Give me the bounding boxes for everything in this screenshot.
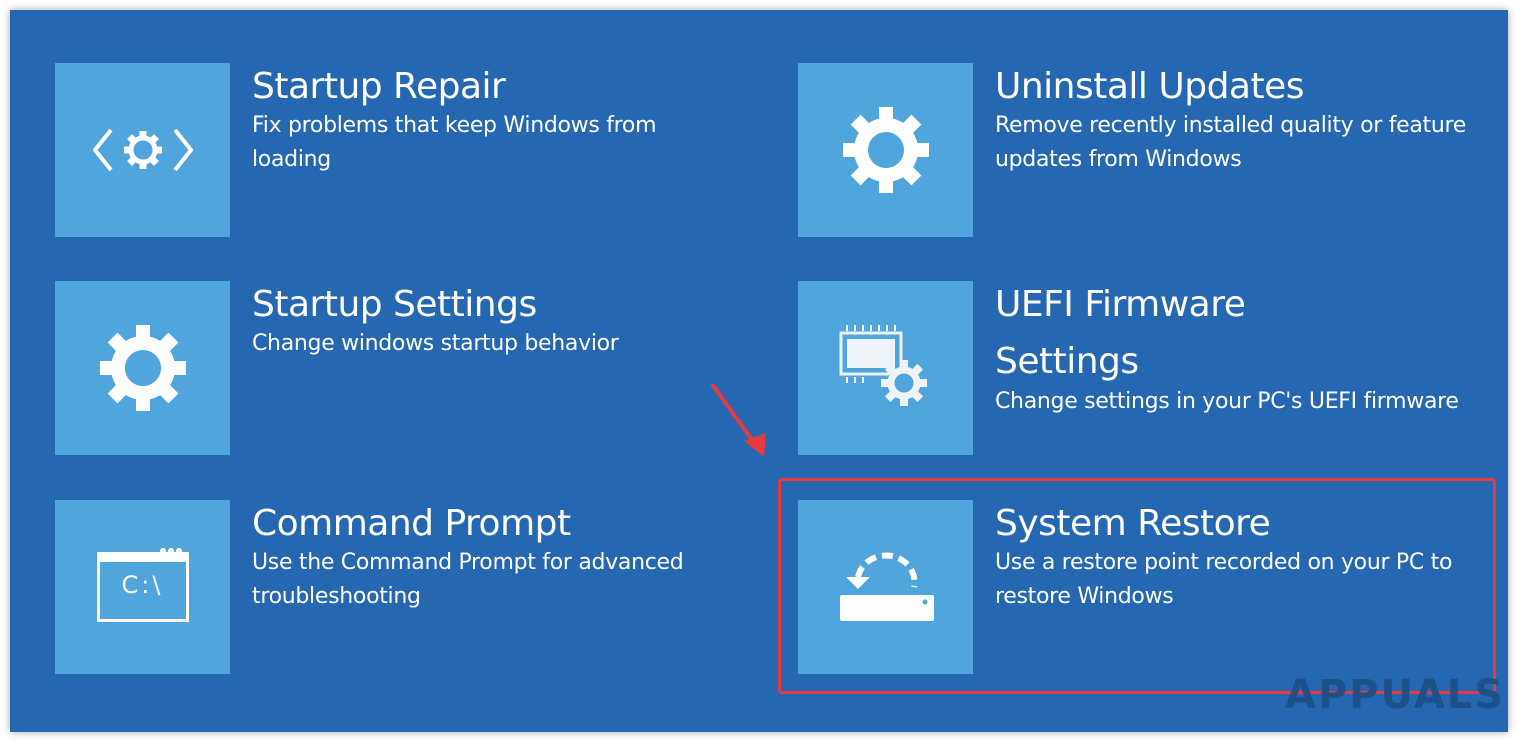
gear-icon — [99, 325, 186, 411]
option-description: Fix problems that keep Windows from load… — [252, 113, 657, 172]
option-system-restore[interactable]: System Restore Use a restore point recor… — [798, 500, 1488, 674]
option-description: Change settings in your PC's UEFI firmwa… — [995, 389, 1459, 414]
option-title: Startup Repair — [252, 66, 506, 107]
option-description: Use the Command Prompt for advanced trou… — [252, 550, 684, 609]
annotation-arrow-icon — [710, 382, 766, 457]
window-dots: ●●● — [159, 546, 184, 555]
option-title-line1: UEFI Firmware — [995, 284, 1246, 325]
highlight-box — [778, 478, 1496, 694]
uninstall-updates-tile[interactable] — [798, 63, 973, 237]
uefi-firmware-tile[interactable] — [798, 281, 973, 455]
option-title: Startup Settings — [252, 284, 537, 325]
advanced-options-panel — [10, 10, 1508, 732]
command-prompt-tile[interactable]: ●●● C:\ — [55, 500, 230, 674]
option-command-prompt[interactable]: ●●● C:\ Command Prompt Use the Command P… — [55, 500, 735, 674]
option-description: Remove recently installed quality or fea… — [995, 113, 1467, 172]
startup-repair-icon — [92, 128, 193, 172]
gear-icon — [842, 107, 929, 193]
window-titlebar — [99, 555, 186, 562]
option-description: Change windows startup behavior — [252, 331, 619, 356]
option-uninstall-updates[interactable]: Uninstall Updates Remove recently instal… — [798, 63, 1488, 237]
option-uefi-firmware-settings[interactable]: UEFI Firmware Settings Change settings i… — [798, 281, 1488, 455]
option-title-line2: Settings — [995, 341, 1139, 382]
system-restore-icon — [839, 552, 934, 621]
option-title: System Restore — [995, 503, 1271, 544]
option-description: Use a restore point recorded on your PC … — [995, 550, 1453, 609]
startup-settings-tile[interactable] — [55, 281, 230, 455]
watermark-logo: APPUALS — [1285, 672, 1506, 718]
option-title: Uninstall Updates — [995, 66, 1305, 107]
command-prompt-text: C:\ — [121, 571, 164, 599]
startup-repair-tile[interactable] — [55, 63, 230, 237]
system-restore-tile[interactable] — [798, 500, 973, 674]
option-startup-settings[interactable]: Startup Settings Change windows startup … — [55, 281, 735, 455]
command-prompt-icon: ●●● C:\ — [96, 546, 189, 622]
option-title: Command Prompt — [252, 503, 571, 544]
option-startup-repair[interactable]: Startup Repair Fix problems that keep Wi… — [55, 63, 735, 237]
firmware-chip-gear-icon — [839, 325, 927, 406]
